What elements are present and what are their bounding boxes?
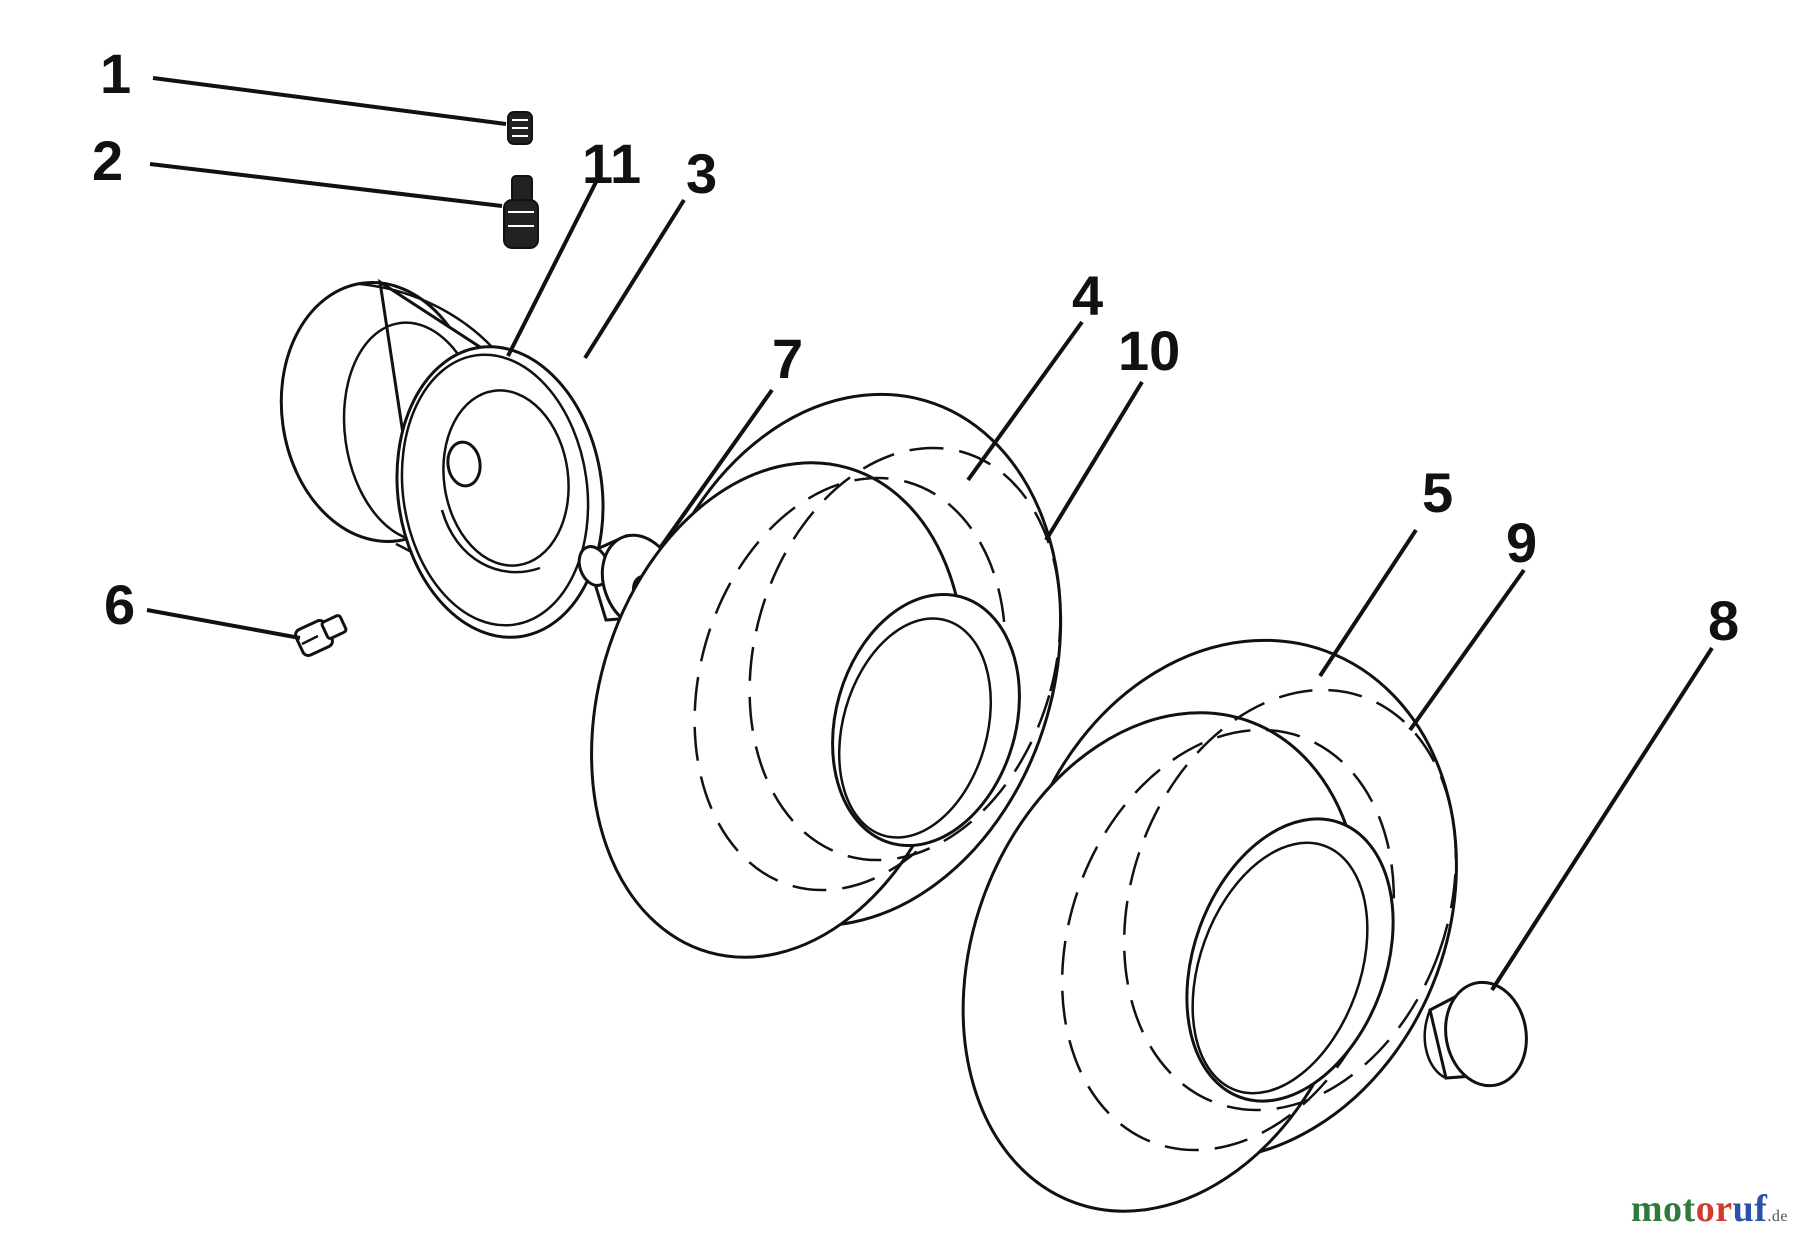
watermark-part-2: or bbox=[1695, 1188, 1733, 1230]
part-grease-fitting bbox=[294, 614, 348, 657]
leader-8 bbox=[1490, 646, 1714, 992]
leader-10 bbox=[1044, 380, 1144, 542]
callout-2: 2 bbox=[92, 129, 123, 192]
callout-4: 4 bbox=[1072, 264, 1103, 327]
part-front-tire bbox=[590, 392, 1063, 959]
watermark-part-3: uf bbox=[1732, 1188, 1768, 1230]
callout-1: 1 bbox=[100, 42, 131, 105]
leader-lines bbox=[146, 76, 1714, 992]
callout-10: 10 bbox=[1118, 319, 1180, 382]
callout-8: 8 bbox=[1708, 589, 1739, 652]
part-valve-stem bbox=[503, 175, 539, 249]
part-dust-cap bbox=[1423, 980, 1528, 1088]
leader-9 bbox=[1408, 568, 1526, 732]
leader-6 bbox=[146, 608, 301, 640]
callout-3: 3 bbox=[686, 142, 717, 205]
part-valve-cap bbox=[507, 111, 533, 145]
leader-2 bbox=[149, 162, 503, 208]
leader-4 bbox=[966, 320, 1084, 482]
leader-11 bbox=[506, 181, 598, 357]
callout-6: 6 bbox=[104, 573, 135, 636]
leader-7 bbox=[658, 388, 774, 550]
callout-11: 11 bbox=[582, 132, 641, 195]
leader-5 bbox=[1318, 528, 1418, 678]
part-wheel-rim bbox=[279, 278, 605, 639]
part-rear-tire bbox=[961, 638, 1458, 1213]
callout-labels: 1 2 11 3 6 7 4 10 5 9 8 bbox=[92, 42, 1739, 652]
watermark-logo: motoruf.de bbox=[1631, 1187, 1788, 1231]
leader-3 bbox=[583, 198, 686, 360]
leader-1 bbox=[152, 76, 507, 126]
callout-9: 9 bbox=[1506, 511, 1537, 574]
watermark-part-1: mot bbox=[1630, 1188, 1696, 1230]
watermark-tld: .de bbox=[1767, 1208, 1788, 1225]
callout-7: 7 bbox=[772, 327, 803, 390]
callout-5: 5 bbox=[1422, 461, 1453, 524]
